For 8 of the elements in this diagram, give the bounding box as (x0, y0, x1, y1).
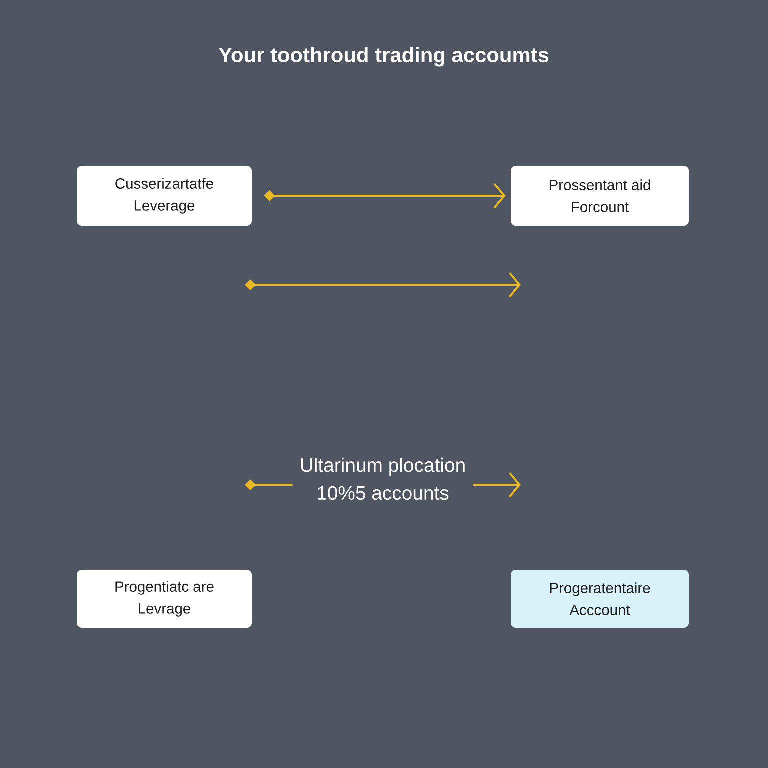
process-box: Progentiatc are Levrage (77, 570, 252, 628)
arrow (245, 480, 293, 490)
process-box: Progeratentaire Acccount (511, 570, 689, 628)
process-box: Prossentant aid Forcount (511, 166, 689, 226)
arrow (473, 472, 521, 498)
process-box: Cusserizartatfe Leverage (77, 166, 252, 226)
text-label: Ultarinum plocation 10%5 accounts (301, 458, 465, 500)
title: Your toothroud trading accoumts (218, 47, 549, 67)
